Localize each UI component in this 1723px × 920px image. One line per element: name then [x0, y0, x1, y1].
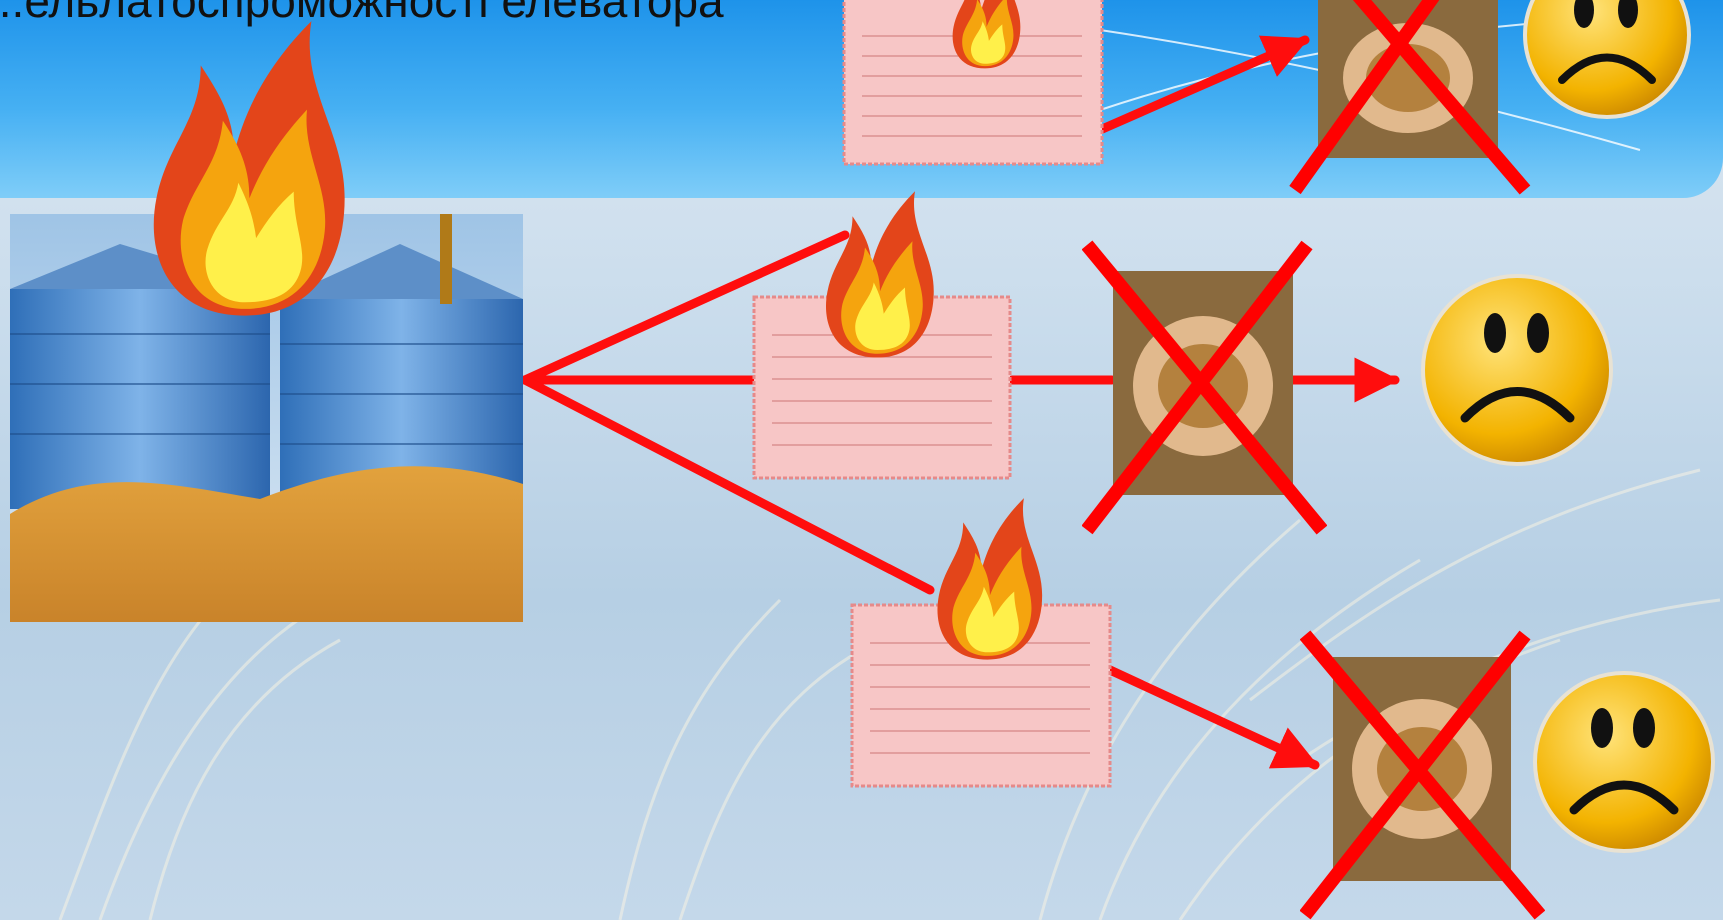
grain-photo-top	[1318, 0, 1498, 158]
fire-icon-middle	[825, 191, 934, 358]
arrow-top-to-grain	[1095, 35, 1310, 135]
sad-face-icon-top	[1523, 0, 1691, 119]
slide-title: ...ельлатоспроможності елеватора	[0, 0, 724, 27]
arrow-bottom-to-grain	[1105, 665, 1320, 770]
grain-photo-middle	[1113, 271, 1293, 495]
fire-icon-elevator	[153, 21, 345, 316]
arrow-to-bottom-certificate	[520, 375, 935, 595]
sad-face-icon-bottom	[1533, 671, 1715, 853]
fire-icon-bottom	[937, 498, 1043, 660]
arrow-to-top-certificate	[520, 230, 850, 385]
grain-photo-bottom	[1333, 657, 1511, 881]
fire-icon-top	[952, 0, 1021, 69]
sad-face-icon-middle	[1421, 274, 1613, 466]
